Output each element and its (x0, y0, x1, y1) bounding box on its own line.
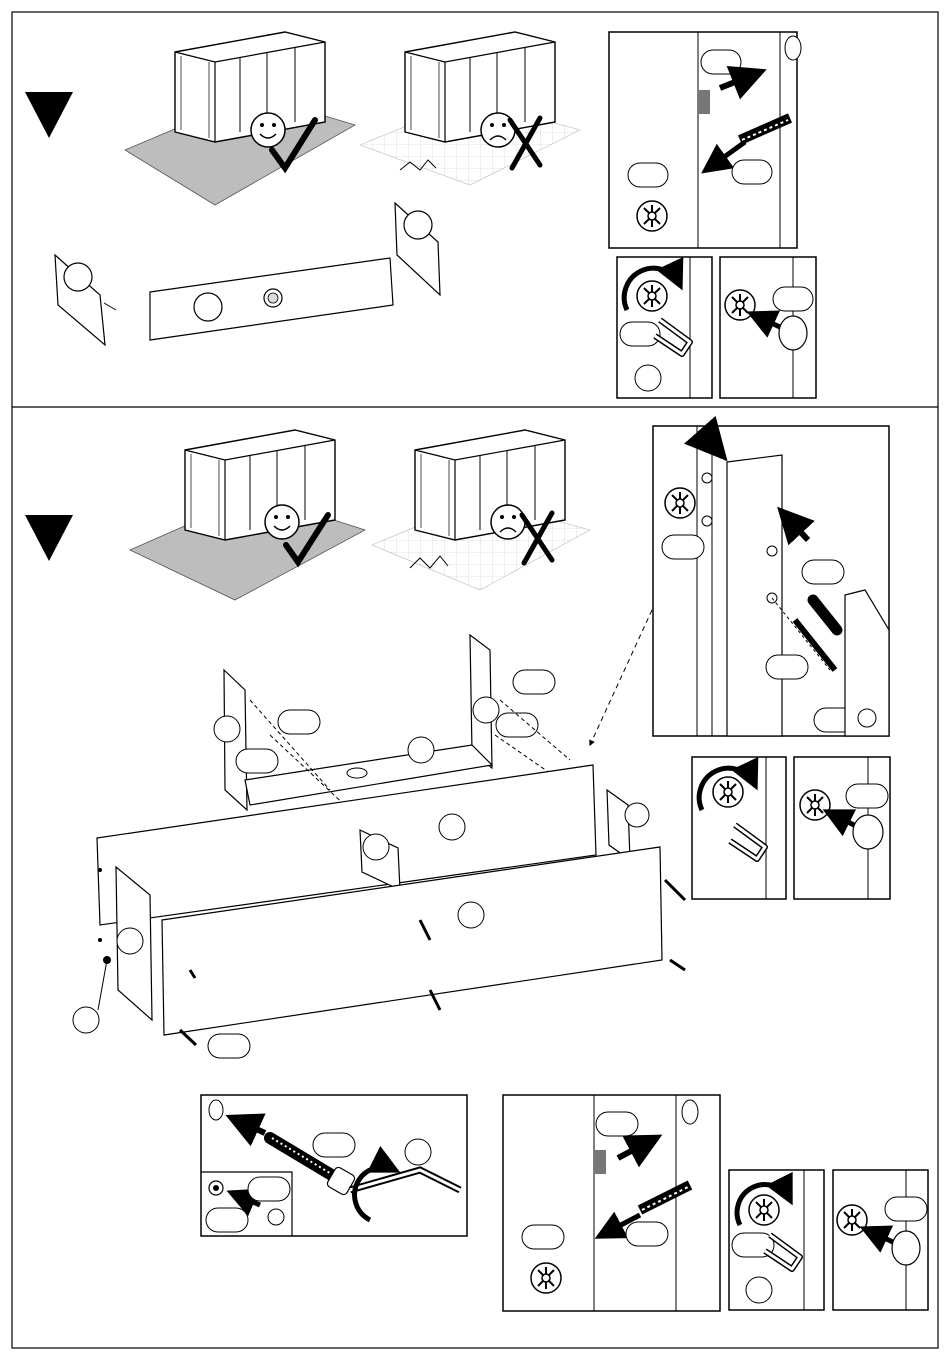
blank-callout (701, 50, 741, 74)
hard-surface-incorrect-illustration (360, 32, 580, 185)
cam-lock-icon (837, 1205, 867, 1235)
blank-callout (513, 670, 555, 694)
part-callout (363, 834, 389, 860)
part-callout (404, 211, 432, 239)
dowel-insertion-detail-panel (653, 426, 889, 736)
step1-parts (55, 203, 440, 345)
blank-callout (208, 1034, 250, 1058)
soft-surface-correct-illustration (125, 32, 355, 205)
cam-cap-detail-panel (794, 757, 890, 899)
part-callout (458, 902, 484, 928)
part-callout (117, 928, 143, 954)
step-marker-triangle (25, 515, 73, 561)
blank-callout (773, 287, 813, 311)
cam-lock-icon (665, 488, 695, 518)
hard-surface-incorrect-illustration (372, 430, 590, 590)
blank-callout (802, 560, 844, 584)
blank-callout (662, 535, 704, 559)
blank-callout (766, 655, 808, 679)
blank-callout (236, 749, 278, 773)
blank-callout (628, 163, 668, 187)
blank-callout (206, 1208, 248, 1232)
step-marker-triangle (25, 92, 73, 138)
cover-cap (779, 316, 807, 350)
cam-rotate-detail-panel (692, 757, 786, 899)
blank-callout (248, 1177, 290, 1201)
smiley-face-icon (265, 505, 299, 539)
blank-callout (522, 1225, 564, 1249)
grommet-hole (347, 768, 367, 778)
blank-callout (846, 784, 888, 808)
cam-lock-icon (725, 290, 755, 320)
blank-callout (885, 1197, 927, 1221)
cam-lock-icon (637, 201, 667, 231)
frowny-face-icon (491, 505, 525, 539)
blank-callout (313, 1133, 355, 1157)
cam-insertion-detail-panel (609, 32, 801, 248)
part-callout (73, 1007, 99, 1033)
cam-lock-icon (749, 1195, 779, 1225)
step2-exploded-assembly (73, 610, 685, 1058)
cover-cap (853, 815, 883, 849)
blank-callout (732, 160, 772, 184)
part-callout (625, 803, 649, 827)
blank-callout (596, 1112, 638, 1136)
part-callout (473, 697, 499, 723)
part-callout (194, 293, 222, 321)
cam-lock-icon (713, 777, 743, 807)
blank-callout (626, 1222, 668, 1246)
part-callout (746, 1277, 772, 1303)
cam-lock-icon (637, 281, 667, 311)
cover-cap (892, 1231, 920, 1265)
part-callout (408, 737, 434, 763)
part-callout (214, 716, 240, 742)
cam-lock-icon (531, 1263, 561, 1293)
cam-cap-detail-panel (720, 257, 816, 398)
cam-rotate-detail-panel (729, 1170, 824, 1310)
part-callout (439, 814, 465, 840)
cam-rotate-detail-panel (617, 257, 712, 398)
cam-lock-icon (800, 790, 830, 820)
screw-tightening-detail-panel (201, 1095, 467, 1236)
blank-callout (496, 713, 538, 737)
cam-cap-detail-panel (833, 1170, 928, 1310)
blank-callout (278, 710, 320, 734)
cam-insertion-detail-panel (503, 1095, 720, 1311)
part-callout (64, 263, 92, 291)
part-callout (635, 365, 661, 391)
part-callout (405, 1139, 431, 1165)
blank-callout (620, 322, 660, 346)
soft-surface-correct-illustration (130, 430, 365, 600)
smiley-face-icon (251, 113, 285, 147)
